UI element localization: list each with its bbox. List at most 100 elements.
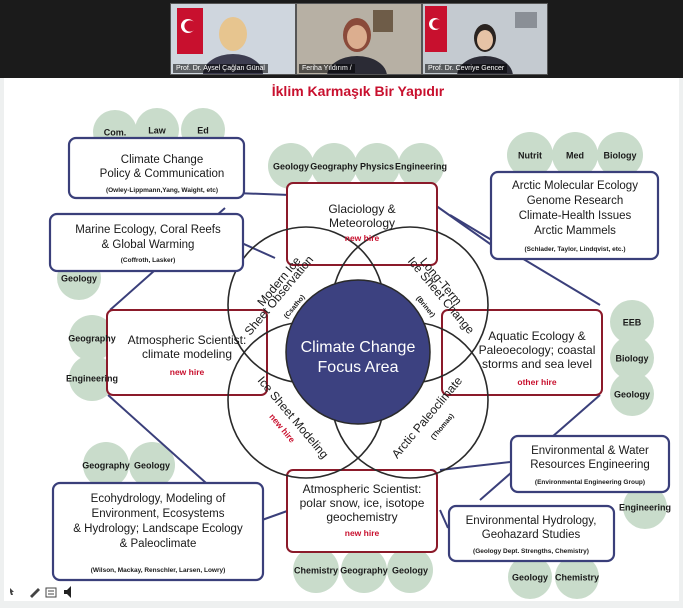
inner-bottom-text: Atmospheric Scientist: <box>303 482 422 496</box>
center-text: Focus Area <box>318 359 399 376</box>
connector-line <box>261 509 291 521</box>
inner-left-text: climate modeling <box>142 347 232 361</box>
slide-title: İklim Karmaşık Bir Yapıdır <box>272 83 445 99</box>
connector-line <box>439 461 511 471</box>
bottom-field-label: Chemistry <box>294 566 338 576</box>
arctic-field-label: Med <box>566 151 584 161</box>
hydro-field-bubble <box>508 555 552 599</box>
marine-text: Marine Ecology, Coral Reefs <box>75 224 221 236</box>
top-field-bubble <box>268 143 314 189</box>
bottom-field-label: Geography <box>340 566 388 576</box>
hydro-text: Environmental Hydrology, <box>466 515 597 527</box>
arctic-text: Arctic Molecular Ecology <box>512 180 638 192</box>
participant-video <box>171 4 295 74</box>
top-field-bubble <box>311 143 357 189</box>
policy-text: Policy & Communication <box>100 168 225 180</box>
policy-text: Climate Change <box>121 154 203 166</box>
eco-field-bubble <box>83 442 129 488</box>
arctic-text: Arctic Mammels <box>534 225 616 237</box>
eco-field-bubble <box>129 442 175 488</box>
inner-left-tag: new hire <box>170 367 205 377</box>
inner-box-top <box>286 182 438 266</box>
top-field-label: Geology <box>273 162 309 172</box>
arctic-field-bubble <box>507 132 553 178</box>
hydro-field-bubble <box>555 555 599 599</box>
policy-field-label: Com. <box>104 128 127 138</box>
eco-box <box>51 481 265 582</box>
water-people: (Environmental Engineering Group) <box>535 479 645 486</box>
center-text: Climate Change <box>301 339 416 356</box>
participant-video <box>297 4 421 74</box>
marine-box <box>48 212 245 273</box>
pointer-icon[interactable] <box>10 588 14 595</box>
participant-video <box>423 4 547 74</box>
pen-icon[interactable] <box>30 588 40 598</box>
eco-text: & Paleoclimate <box>120 538 197 550</box>
participant-tile[interactable]: Feriha Yıldırım / <box>296 3 422 75</box>
water-text: Resources Engineering <box>530 459 650 471</box>
right-field-label: Biology <box>616 354 649 364</box>
inner-left-text: Atmospheric Scientist: <box>128 333 247 347</box>
top-field-bubble <box>354 143 400 189</box>
right-field-label: EEB <box>623 318 642 328</box>
inner-right-text: Paleoecology; coastal <box>479 343 596 357</box>
bottom-field-bubble <box>293 547 339 593</box>
inner-right-text: Aquatic Ecology & <box>488 329 585 343</box>
hydro-people: (Geology Dept. Strengths, Chemistry) <box>473 548 589 555</box>
hydro-field-label: Chemistry <box>555 573 599 583</box>
marine-people: (Coffroth, Lasker) <box>121 257 176 264</box>
arctic-field-label: Biology <box>604 151 637 161</box>
arctic-field-bubble <box>552 132 598 178</box>
eco-people: (Wilson, Mackay, Renschler, Larsen, Lowr… <box>91 567 226 574</box>
video-strip: Prof. Dr. Aysel Çağlan Günal Feriha Yıld… <box>0 0 683 78</box>
inner-bottom-text: geochemistry <box>326 510 397 524</box>
inner-right-tag: other hire <box>517 377 556 387</box>
hydro-text: Geohazard Studies <box>482 529 581 541</box>
left-field-bubble <box>69 315 115 361</box>
eco-field-label: Geology <box>134 461 170 471</box>
participant-tile[interactable]: Prof. Dr. Cevriye Gencer <box>422 3 548 75</box>
annotation-toolbar <box>0 580 90 603</box>
participant-name: Prof. Dr. Cevriye Gencer <box>425 64 508 73</box>
speaker-icon[interactable] <box>64 586 71 598</box>
arctic-field-bubble <box>597 132 643 178</box>
inner-bottom-text: polar snow, ice, isotope <box>300 496 425 510</box>
left-field-bubble <box>69 355 115 401</box>
arctic-box <box>489 170 660 261</box>
right-field-bubble <box>610 336 654 380</box>
bottom-field-bubble <box>387 547 433 593</box>
policy-people: (Owley-Lippmann,Yang, Waight, etc) <box>106 187 218 194</box>
eco-text: & Hydrology; Landscape Ecology <box>73 523 243 535</box>
top-field-label: Physics <box>360 162 394 172</box>
inner-top-text: Glaciology & <box>328 202 395 216</box>
center-circle <box>285 279 431 425</box>
arctic-text: Climate-Health Issues <box>519 210 632 222</box>
right-field-bubble <box>610 300 654 344</box>
inner-bottom-tag: new hire <box>345 528 380 538</box>
notes-icon[interactable] <box>45 587 57 598</box>
inner-right-text: storms and sea level <box>482 357 592 371</box>
water-field-bubble <box>623 485 667 529</box>
policy-box <box>67 136 246 200</box>
left-field-label: Engineering <box>66 374 118 384</box>
arctic-field-label: Nutrit <box>518 151 542 161</box>
water-field-label: Engineering <box>619 503 671 513</box>
connector-line <box>439 509 449 529</box>
water-box <box>509 434 671 494</box>
right-field-label: Geology <box>614 390 650 400</box>
bottom-field-bubble <box>341 547 387 593</box>
bottom-field-label: Geology <box>392 566 428 576</box>
hydro-field-label: Geology <box>512 573 548 583</box>
inner-box-right <box>441 309 603 396</box>
left-field-label: Geography <box>68 334 116 344</box>
arctic-people: (Schlader, Taylor, Lindqvist, etc.) <box>524 246 625 253</box>
participant-tile[interactable]: Prof. Dr. Aysel Çağlan Günal <box>170 3 296 75</box>
top-field-bubble <box>398 143 444 189</box>
inner-top-text: Meteorology <box>329 216 395 230</box>
policy-field-label: Law <box>148 126 167 136</box>
policy-field-label: Ed <box>197 126 209 136</box>
participant-name: Prof. Dr. Aysel Çağlan Günal <box>173 64 268 73</box>
eco-field-label: Geography <box>82 461 130 471</box>
top-field-label: Geography <box>310 162 358 172</box>
